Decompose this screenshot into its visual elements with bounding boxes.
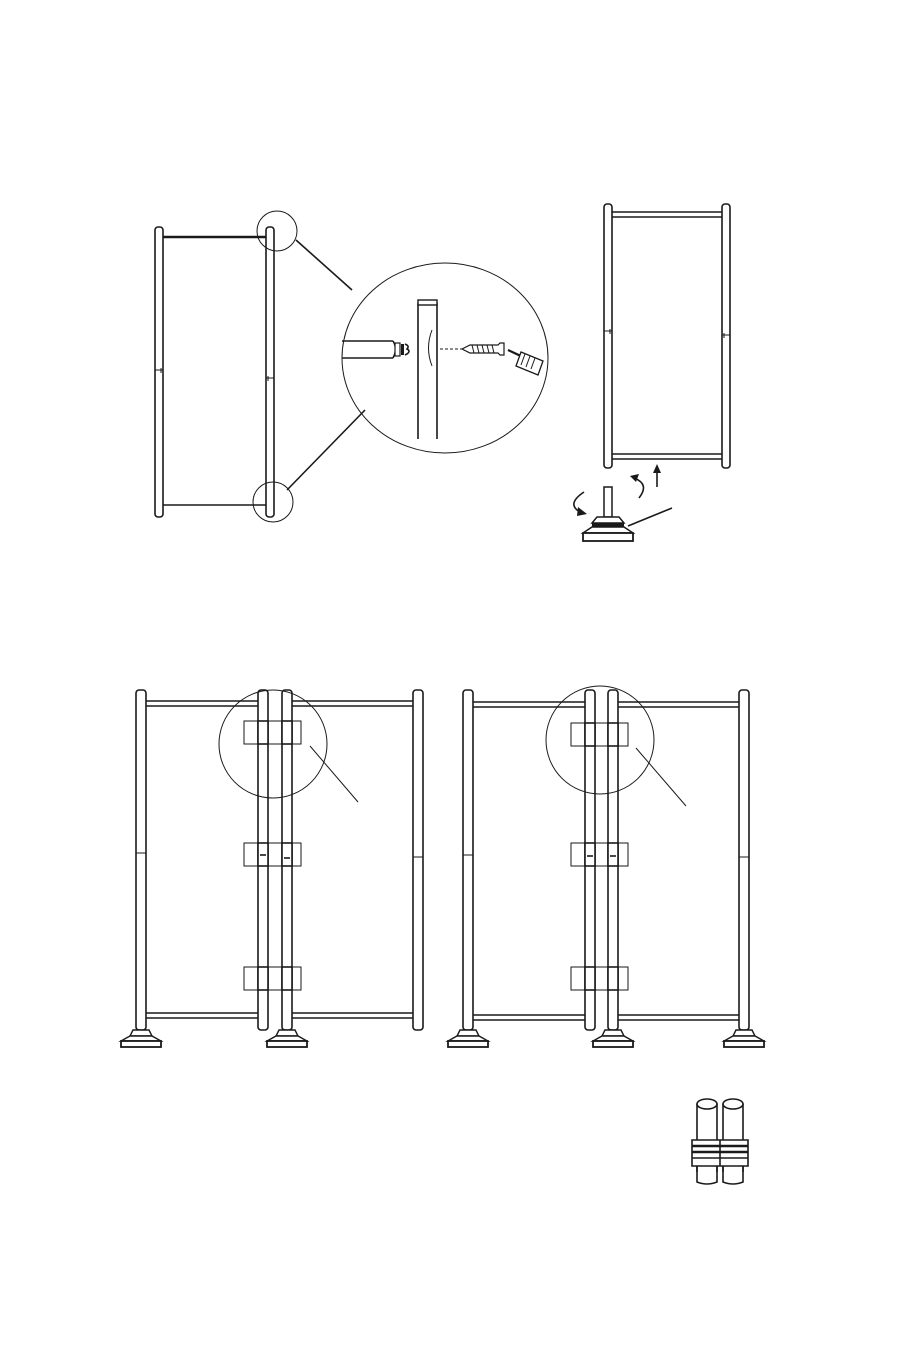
fig-two-panels-clamped bbox=[121, 690, 423, 1047]
screw-icon bbox=[440, 343, 504, 355]
connector-detail-magnified bbox=[342, 263, 548, 453]
fig-frame-connector-detail bbox=[155, 211, 548, 522]
fig-frame-foot-attachment bbox=[574, 204, 730, 541]
clamp-icon bbox=[571, 967, 628, 990]
clamp-icon bbox=[244, 721, 301, 744]
screwdriver-icon bbox=[508, 350, 543, 375]
leader-line-bottom bbox=[287, 410, 365, 490]
clamp-icon bbox=[692, 1099, 748, 1184]
callout-circle-top bbox=[257, 211, 297, 251]
tube-end-fitting bbox=[395, 343, 409, 356]
foot-base-icon bbox=[267, 1030, 307, 1047]
foot-base-icon bbox=[583, 487, 633, 541]
fig-three-panels-clamped bbox=[448, 686, 764, 1047]
frame-pole-left bbox=[604, 204, 612, 468]
foot-base-icon bbox=[448, 1030, 488, 1047]
clamp-icon bbox=[244, 967, 301, 990]
frame-pole-right bbox=[266, 227, 274, 517]
leader-line-top bbox=[296, 240, 352, 290]
clamp-icon bbox=[244, 843, 301, 866]
foot-base-icon bbox=[121, 1030, 161, 1047]
clamp-icon bbox=[571, 843, 628, 866]
clamp-icon bbox=[571, 723, 628, 746]
foot-leader-line bbox=[628, 508, 672, 526]
fig-double-clamp-part bbox=[692, 1099, 748, 1184]
foot-base-icon bbox=[593, 1030, 633, 1047]
frame-pole-left bbox=[155, 227, 163, 517]
up-arrow-icon bbox=[653, 464, 661, 487]
frame-pole-right bbox=[722, 204, 730, 468]
foot-base-icon bbox=[724, 1030, 764, 1047]
